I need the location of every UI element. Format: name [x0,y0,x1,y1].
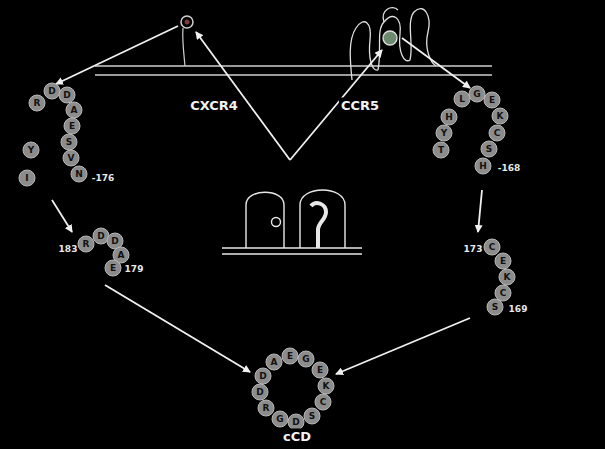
residue-circle: A [66,102,83,119]
arrows [52,26,482,374]
residue-number: 179 [124,264,145,274]
residue-circle: C [315,394,332,411]
membrane [95,66,492,75]
residue-circle: E [282,348,299,365]
residue-circle: E [105,260,122,277]
residue-circle: K [499,269,516,286]
residue-circle: K [318,378,335,395]
residue-circle: R [29,95,46,112]
residue-circle: A [266,354,283,371]
residue-circle: S [481,141,498,158]
residue-circle: D [255,368,272,385]
figure-label: CCR5 [339,98,381,113]
ccr5-receptor [350,8,436,80]
residue-circle: R [258,400,275,417]
residue-circle: Y [23,142,40,159]
residue-number: -168 [497,163,522,173]
residue-circle: C [489,125,506,142]
residue-circle: G [272,411,289,428]
residue-circle: V [63,150,80,167]
residue-circle: E [64,118,81,135]
residue-circle: K [492,108,509,125]
residue-number: 173 [463,244,484,254]
residue-circle: D [252,384,269,401]
residue-circle: S [487,299,504,316]
residue-number: 183 [58,244,79,254]
residue-circle: E [312,362,329,379]
figure-label: CXCR4 [188,98,240,113]
residue-circle: E [484,92,501,109]
residue-circle: H [441,109,458,126]
residue-circle: Y [436,125,453,142]
residue-circle: H [475,158,492,175]
center-icon [222,190,362,254]
residue-number: 169 [508,304,529,314]
residue-circle: S [304,408,321,425]
residue-circle: S [61,134,78,151]
residue-number: -176 [91,173,116,183]
residue-circle: N [71,166,88,183]
residue-circle: E [495,253,512,270]
residue-circle: T [433,142,450,159]
cxcr4-receptor [181,16,193,66]
figure-label: cCD [281,429,313,444]
residue-circle: I [19,170,36,187]
